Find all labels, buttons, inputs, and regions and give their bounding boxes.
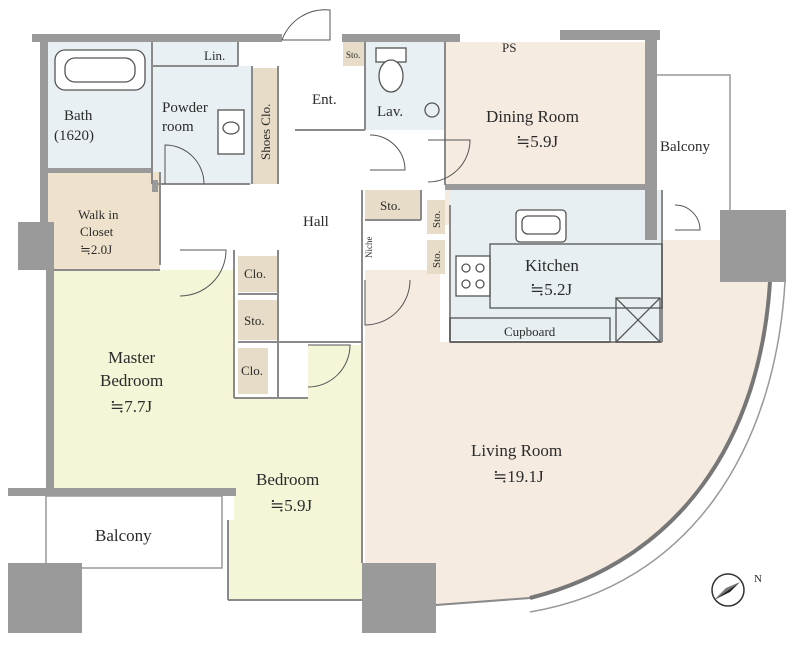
living-label: Living Room [471,441,562,460]
lavatory-label: Lav. [377,104,403,120]
closet2-label: Clo. [241,363,263,378]
storage-v1-fill [427,200,445,234]
wall-top-left [32,34,282,42]
wall-bath-bottom [46,168,152,173]
wall-master-left [46,270,54,492]
master-label-1: Master [108,348,156,367]
counter-island [489,243,663,309]
walkin-label-2: Closet [80,224,114,239]
hall-label: Hall [303,214,329,230]
bedroom-label: Bedroom [256,470,319,489]
closet1-label: Clo. [244,266,266,281]
living-room-fill [365,240,770,605]
bedroom-fill [228,345,362,600]
compass-icon: N [711,573,762,607]
storage-v2-label: Sto. [431,250,443,268]
bath-label: Bath [64,108,93,124]
wall-dining-right [645,30,657,240]
master-bedroom-fill [54,270,234,488]
balconies [45,74,731,569]
walkin-size: ≒2.0J [80,242,112,257]
fridge-icon [615,297,661,343]
ps-label: PS [502,40,516,55]
storage-hall-fill [365,190,421,220]
wall-kitchen-top [445,184,657,190]
master-label-2: Bedroom [100,371,163,390]
north-label: N [754,573,762,585]
column-left [18,222,54,270]
powder-label-1: Powder [162,100,208,116]
room-fills [47,42,770,605]
wall-top-mid [342,34,460,42]
storage-v1-label: Sto. [431,210,443,228]
doors [164,9,701,388]
wall-hall-left [152,180,158,192]
closet1-fill [238,256,278,292]
kitchen-label: Kitchen [525,256,579,275]
cupboard-label: Cupboard [504,324,556,339]
closet2-fill [238,348,268,394]
wall-master-bottom [8,488,236,496]
storage-v2-fill [427,240,445,274]
linen-label: Lin. [204,48,225,63]
cupboard-counter [449,317,611,343]
labels: Bath (1620) Lin. Powder room Shoes Clo. … [54,40,710,545]
living-size: ≒19.1J [493,467,544,486]
master-size: ≒7.7J [110,397,152,416]
kitchen-sink-icon [515,209,567,243]
lav-sink-icon [424,102,440,118]
kitchen-size: ≒5.2J [530,280,572,299]
bedroom-size: ≒5.9J [270,496,312,515]
storage-bed-fill [238,300,278,340]
shoes-closet-label: Shoes Clo. [258,104,273,160]
storage-bed-label: Sto. [244,313,265,328]
wall-left [40,34,48,230]
storage-small-label: Sto. [346,50,360,60]
column-bottom-left [8,563,82,633]
walls [8,30,786,633]
shoes-closet-fill [252,68,278,184]
storage-hall-label: Sto. [380,198,401,213]
living-window-curve [529,281,772,600]
dining-size: ≒5.9J [516,132,558,151]
bathtub-icon [54,49,146,91]
wall-top-right [560,30,660,40]
sink-icon [217,109,245,155]
walk-in-closet-fill [48,172,160,270]
linen-fill [152,42,238,66]
dining-room-fill [445,42,645,225]
walkin-label-1: Walk in [78,207,119,222]
fixtures [54,47,663,343]
dining-label: Dining Room [486,107,579,126]
niche-label: Niche [364,237,374,259]
balcony-west-label: Balcony [95,526,152,545]
stove-icon [455,255,491,297]
entrance-label: Ent. [312,92,337,108]
column-bottom-mid [362,563,436,633]
bath-size: (1620) [54,128,94,144]
balcony-east-label: Balcony [660,139,710,155]
powder-label-2: room [162,119,194,135]
column-right [720,210,786,282]
storage-small-fill [343,42,365,66]
